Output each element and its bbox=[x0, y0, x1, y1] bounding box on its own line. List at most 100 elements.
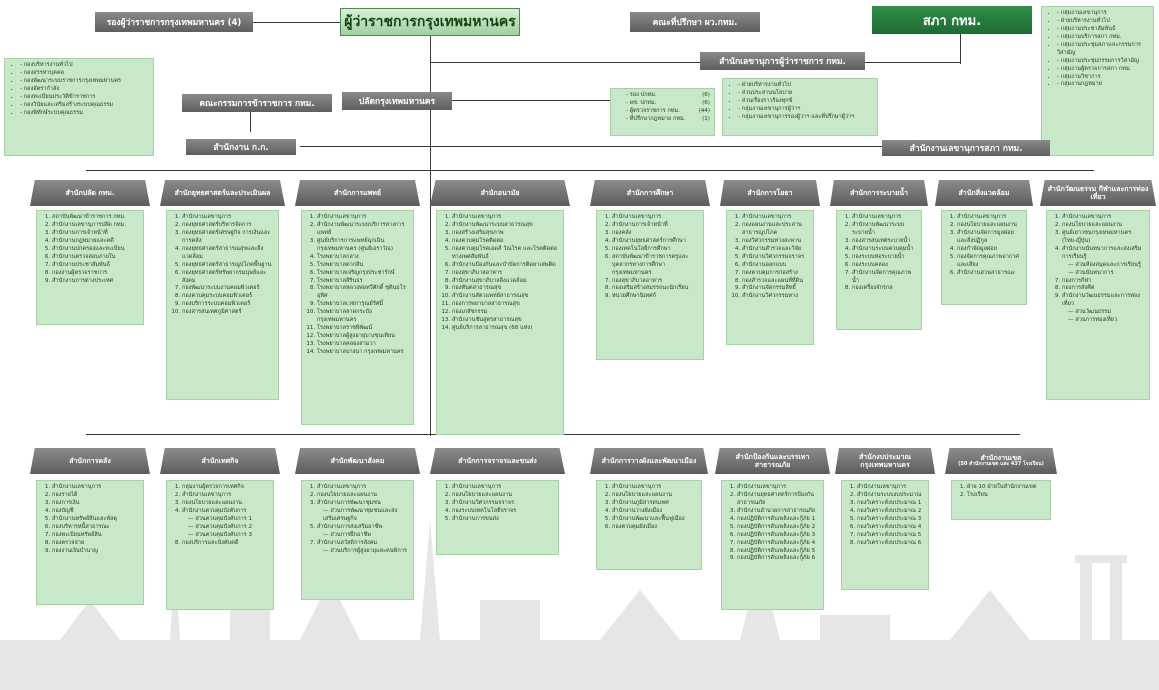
department-unit-item: สำนักงานเลขานุการ bbox=[182, 214, 274, 222]
department-units-list: สถาบันพัฒนาข้าราชการ กทม.สำนักงานเลขานุก… bbox=[36, 210, 144, 325]
council-box: สภา กทม. bbox=[872, 6, 1032, 34]
department-unit-item: กองบริการระบบคอมพิวเตอร์ bbox=[182, 301, 274, 309]
department-unit-item: สำนักงานการส่งเสริมอาชีพ bbox=[317, 524, 409, 532]
department-unit-item: สำนักงานประชาสัมพันธ์ bbox=[52, 262, 139, 270]
secretariat-unit-item: - กลุ่มงานเลขานุการผู้ว่าฯ bbox=[738, 106, 873, 114]
department-unit-item: กองวิเคราะห์งบประมาณ 4 bbox=[857, 524, 924, 532]
council-unit-item: - กลุ่มงานประชุมกรรมการวิสามัญ bbox=[1057, 58, 1149, 66]
department-unit-item: กองงานเงินบำนาญ bbox=[52, 548, 139, 556]
department-units-list: สำนักงานเลขานุการกองนโยบายและแผนงานศูนย์… bbox=[1046, 210, 1150, 400]
department-unit-item: สำนักงานการเจ้าหน้าที่ bbox=[612, 222, 699, 230]
council-unit-item: - กลุ่มงานประชาสัมพันธ์ bbox=[1057, 26, 1149, 34]
department-unit-item: สำนักงานยุทธศาสตร์การศึกษา bbox=[612, 238, 699, 246]
department-unit-item: สำนักงานเลขานุการ bbox=[452, 214, 559, 222]
department-title: สำนักการโยธา bbox=[747, 188, 793, 197]
department-header: สำนักยุทธศาสตร์และประเมินผล bbox=[160, 180, 285, 206]
department-title: สำนักการแพทย์ bbox=[334, 188, 381, 197]
department-units-list: สำนักงานเลขานุการสำนักงานระบบงบประมาณกอง… bbox=[841, 480, 929, 590]
department-unit-item: สำนักงานการต่างประเทศ bbox=[52, 278, 139, 286]
department-units-list: สำนักงานเลขานุการกองแผนงานและประสานสาธาร… bbox=[726, 210, 814, 345]
department-units-list: กลุ่มงานผู้ตรวจการเทศกิจสำนักงานเลขานุกา… bbox=[166, 480, 274, 610]
department-header: สำนักปลัด กทม. bbox=[30, 180, 150, 206]
department-unit-item: สำนักงานภูมิสารสนเทศ bbox=[612, 500, 697, 508]
department-unit-item: กองวิเคราะห์งบประมาณ 2 bbox=[857, 508, 924, 516]
department-title: สำนักการศึกษา bbox=[626, 188, 674, 197]
department-header: สำนักเทศกิจ bbox=[160, 448, 280, 474]
department-unit-item: สำนักงานเลขานุการ bbox=[452, 484, 554, 492]
connector bbox=[160, 22, 510, 23]
department-unit-item: กองสำรวจและแผนที่ที่ดิน bbox=[742, 278, 809, 286]
department-header: สำนักพัฒนาสังคม bbox=[295, 448, 420, 474]
department-unit-item: กองวิเคราะห์งบประมาณ 3 bbox=[857, 516, 924, 524]
department-header: สำนักสิ่งแวดล้อม bbox=[935, 180, 1033, 206]
department-unit-item: โรงพยาบาลบางนา กรุงเทพมหานคร bbox=[317, 349, 409, 357]
department-header: สำนักการแพทย์ bbox=[295, 180, 420, 206]
department-units-list: สำนักงานเลขานุการกองนโยบายและแผนงานสำนัก… bbox=[941, 210, 1027, 305]
connector bbox=[430, 100, 610, 101]
department-unit-item: สำนักงานสำรวจและวิจัย bbox=[742, 246, 809, 254]
department-unit-item: โรงพยาบาลตากสิน bbox=[317, 262, 409, 270]
department-unit-item: กองสร้างเสริมสุขภาพ bbox=[452, 230, 559, 238]
department-unit-item: — ส่วนควบคุมบังคับการ 1 bbox=[188, 515, 253, 522]
department-unit-item: สำนักงานวัฒนธรรมและการท่องเที่ยว bbox=[1062, 293, 1145, 309]
department-unit-item: กองนโยบายและแผนงาน bbox=[612, 492, 697, 500]
department-unit-item: กองปฏิบัติการดับเพลิงและกู้ภัย 2 bbox=[737, 524, 819, 532]
department-unit-item: สำนักงานเลขานุการ bbox=[612, 214, 699, 222]
department-unit-item: กองนโยบายและแผนงาน bbox=[452, 492, 554, 500]
department-unit-item: สำนักงานสัตวแพทย์สาธารณสุข bbox=[452, 293, 559, 301]
department-unit-item: กองนโยบายและแผนงาน bbox=[957, 222, 1022, 230]
council-unit-item: - กลุ่มงานกฎหมาย bbox=[1057, 81, 1149, 89]
connector bbox=[300, 146, 960, 147]
department-unit-item: สำนักงานเลขานุการ bbox=[612, 484, 697, 492]
department-unit-item: กองบริหารหนี้สาธารณะ bbox=[52, 524, 139, 532]
department-unit-item: สำนักงานวิศวกรรมทาง bbox=[742, 293, 809, 301]
department-unit-item: ฝ่าย 10 ฝ่ายในสำนักงานเขต bbox=[967, 484, 1046, 492]
department-unit-item: กองปฏิบัติการดับเพลิงและกู้ภัย 5 bbox=[737, 548, 819, 556]
department-unit-item: สำนักงานควบคุมบังคับการ bbox=[182, 508, 269, 516]
department-units-list: สำนักงานเลขานุการสำนักงานการเจ้าหน้าที่ก… bbox=[596, 210, 704, 360]
department-unit-item: หน่วยศึกษานิเทศก์ bbox=[612, 293, 699, 301]
connector bbox=[430, 62, 960, 63]
department-unit-item: กองนโยบายและแผนงาน bbox=[317, 492, 409, 500]
department-title: สำนักเทศกิจ bbox=[201, 456, 239, 465]
department-header: สำนักการระบายน้ำ bbox=[830, 180, 928, 206]
csc-unit-item: - กองอัตรากำลัง bbox=[20, 86, 149, 94]
department-unit-item: สำนักงานกฎหมายและคดี bbox=[52, 238, 139, 246]
department-unit-item: กองวิเคราะห์งบประมาณ 6 bbox=[857, 540, 924, 548]
department-header: สำนักงานเขต(50 สำนักงานเขต และ 437 โรงเร… bbox=[945, 448, 1057, 474]
department-unit-item: กองการพยาบาลสาธารณสุข bbox=[452, 301, 559, 309]
connector bbox=[960, 30, 961, 64]
csc-unit-item: - กองวินัยและเสริมสร้างระบบคุณธรรม bbox=[20, 102, 149, 110]
department-unit-item: กองปฏิบัติการดับเพลิงและกู้ภัย 6 bbox=[737, 555, 819, 563]
department-unit-item: กองควบคุมผังเมือง bbox=[612, 524, 697, 532]
department-unit-item: กองวิเคราะห์งบประมาณ 1 bbox=[857, 500, 924, 508]
department-units-list: สำนักงานเลขานุการกองนโยบายและแผนงานสำนัก… bbox=[596, 480, 702, 570]
department-unit-item: สำนักงานเลขานุการ bbox=[317, 484, 409, 492]
department-unit-item: กองบัญชี bbox=[52, 508, 139, 516]
department-unit-item: โรงพยาบาลสิรินธร bbox=[317, 278, 409, 286]
secretariat-unit-item: - ส่วนเรื่องราวร้องทุกข์ bbox=[738, 98, 873, 106]
department-unit-item: กองยุทธศาสตร์บริหารจัดการ bbox=[182, 222, 274, 230]
council-unit-item: - ฝ่ายบริหารงานทั่วไป bbox=[1057, 18, 1149, 26]
department-unit-item: สำนักงานการพัฒนาชุมชน bbox=[317, 500, 409, 508]
department-title: สำนักการคลัง bbox=[69, 456, 111, 465]
department-unit-item: สำนักงานการขนส่ง bbox=[452, 516, 554, 524]
department-unit-item: โรงเรียน bbox=[967, 492, 1046, 500]
department-unit-item: กองปฏิบัติการดับเพลิงและกู้ภัย 3 bbox=[737, 532, 819, 540]
secretariat-unit-item: - ส่วนประสานนโยบาย bbox=[738, 90, 873, 98]
department-unit-item: กองยุทธศาสตร์ทรัพยากรมนุษย์และสังคม bbox=[182, 270, 274, 286]
connector bbox=[86, 170, 1094, 171]
department-title: สำนักการวางผังและพัฒนาเมือง bbox=[601, 456, 697, 465]
department-unit-item: สำนักงานเลขานุการปลัด กทม. bbox=[52, 222, 139, 230]
department-unit-item: กองเสริมสร้างสมรรถนะนักเรียน bbox=[612, 285, 699, 293]
department-unit-item: สถาบันพัฒนาข้าราชการครูและบุคลากรทางการศ… bbox=[612, 254, 699, 278]
department-title: สำนักอนามัย bbox=[480, 188, 520, 197]
department-title: สำนักการจราจรและขนส่ง bbox=[458, 456, 537, 465]
department-unit-item: สำนักงานเลขานุการ bbox=[52, 484, 139, 492]
department-unit-item: กองสุขาภิบาลอาหาร bbox=[612, 278, 699, 286]
department-unit-item: — ส่วนควบคุมบังคับการ 3 bbox=[188, 531, 253, 538]
department-unit-item: กองปฏิบัติการดับเพลิงและกู้ภัย 1 bbox=[737, 516, 819, 524]
department-unit-item: กองเครื่องจักรกล bbox=[852, 285, 917, 293]
department-header: สำนักวัฒนธรรม กีฬาและการท่องเที่ยว bbox=[1040, 180, 1156, 206]
